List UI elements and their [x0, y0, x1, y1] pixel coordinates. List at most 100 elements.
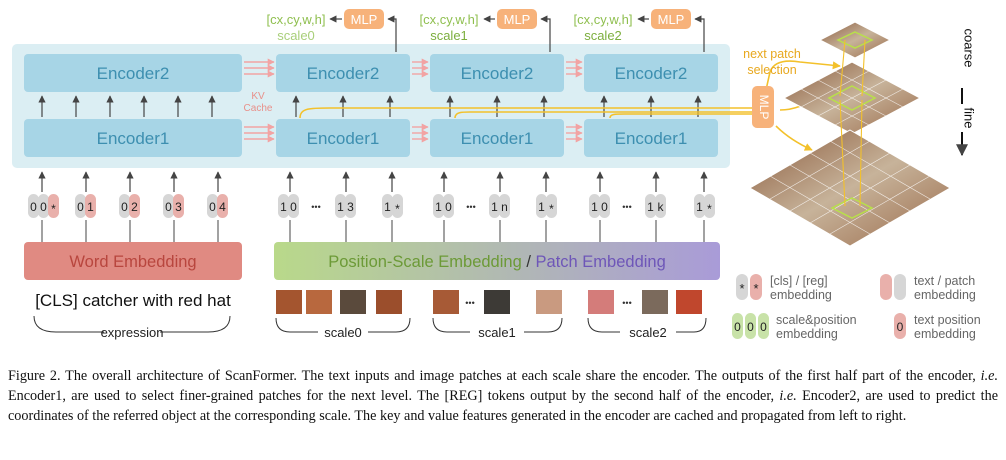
svg-text:2: 2: [131, 200, 138, 214]
patch-token: 1 3: [335, 194, 356, 218]
svg-text:*: *: [51, 202, 56, 216]
output-head-scale2: [cx,cy,w,h] scale2 MLP: [574, 9, 705, 52]
image-pyramid: [749, 21, 951, 247]
encoder2-left-label: Encoder2: [97, 64, 170, 83]
encoder1-scale1-box: [430, 119, 564, 157]
svg-text:0: 0: [121, 200, 128, 214]
image-patch: [433, 290, 459, 314]
pyramid-label-coarse: coarse: [962, 28, 977, 67]
svg-text:embedding: embedding: [776, 327, 838, 341]
legend-cls-reg: * * [cls] / [reg] embedding: [736, 274, 832, 302]
svg-text:embedding: embedding: [914, 327, 976, 341]
svg-text:n: n: [501, 200, 508, 214]
patch-token: 1 0: [278, 194, 299, 218]
patch-embedding-text: Patch Embedding: [536, 253, 666, 271]
svg-text:0: 0: [601, 200, 608, 214]
word-token: 0 4: [207, 194, 228, 218]
image-patch: [642, 290, 668, 314]
pyramid-level-fine: [749, 129, 951, 247]
word-token: 0 1: [75, 194, 96, 218]
svg-text:1: 1: [696, 200, 703, 214]
svg-text:1: 1: [538, 200, 545, 214]
svg-text:*: *: [753, 281, 758, 296]
reg-token: 1 *: [536, 194, 557, 218]
output-head-scale1: [cx,cy,w,h] scale1 MLP: [420, 9, 551, 52]
svg-text:1: 1: [87, 200, 94, 214]
inter-encoder-arrows: [38, 95, 702, 117]
svg-text:0: 0: [445, 200, 452, 214]
svg-text:1: 1: [591, 200, 598, 214]
svg-text:embedding: embedding: [914, 288, 976, 302]
svg-text:*: *: [739, 281, 744, 296]
encoder1-scale0-box: [276, 119, 410, 157]
expression-text: [CLS] catcher with red hat: [35, 291, 231, 310]
ellipsis-scale0: •••: [311, 202, 320, 212]
reg-token: 1 *: [694, 194, 715, 218]
scale0-bracket-label: scale0: [324, 325, 362, 340]
scale-label-output1: scale1: [430, 28, 468, 43]
svg-text:*: *: [395, 202, 400, 216]
word-token: 0 3: [163, 194, 184, 218]
token-to-encoder-arrows: [38, 171, 708, 192]
svg-text:scale&position: scale&position: [776, 313, 857, 327]
coords-label-scale0: [cx,cy,w,h]: [267, 12, 326, 27]
mlp-box-scale2: [651, 9, 691, 29]
next-patch-label-line2: selection: [747, 63, 796, 77]
encoder1-left-label: Encoder1: [97, 129, 170, 148]
encoder2-left-box: [24, 54, 242, 92]
patch-token: 1 0: [433, 194, 454, 218]
svg-text:k: k: [658, 200, 665, 214]
legend-text-patch: text / patch embedding: [880, 274, 976, 302]
svg-text:0: 0: [747, 320, 754, 334]
svg-text:1: 1: [384, 200, 391, 214]
encoder2-scale2-label: Encoder2: [615, 64, 688, 83]
svg-text:0: 0: [77, 200, 84, 214]
word-token: 0 2: [119, 194, 140, 218]
svg-text:1: 1: [491, 200, 498, 214]
scale2-bracket-label: scale2: [629, 325, 667, 340]
svg-text:4: 4: [219, 200, 226, 214]
svg-text:0: 0: [165, 200, 172, 214]
mlp-label-scale1: MLP: [504, 12, 531, 27]
encoder1-scale2-box: [584, 119, 718, 157]
scale1-bracket-label: scale1: [478, 325, 516, 340]
svg-text:0: 0: [30, 200, 37, 214]
image-patch-thumbnails: ••• •••: [276, 290, 702, 314]
svg-text:0: 0: [209, 200, 216, 214]
legend-scale-position: 0 0 0 scale&position embedding: [732, 313, 857, 341]
expression-bracket-label: expression: [101, 325, 164, 340]
image-patch: [376, 290, 402, 314]
word-tokens: 0 0 * 0 1 0 2 0 3 0 4: [28, 194, 228, 218]
pyramid-level-coarse: [818, 21, 892, 59]
mlp-label-scale2: MLP: [658, 12, 685, 27]
image-patch: [306, 290, 332, 314]
ellipsis-scale2: •••: [622, 202, 631, 212]
architecture-diagram: Encoder2 Encoder1 Encoder2 Encoder1 Enco…: [12, 9, 981, 341]
embedding-slash: /: [522, 253, 536, 271]
mlp-label-scale0: MLP: [351, 12, 378, 27]
position-patch-embedding-label: Position-Scale Embedding / Patch Embeddi…: [328, 253, 666, 271]
encoder2-scale0-box: [276, 54, 410, 92]
encoder2-scale2-box: [584, 54, 718, 92]
svg-text:[cls] / [reg]: [cls] / [reg]: [770, 274, 828, 288]
encoder1-scale2-label: Encoder1: [615, 129, 688, 148]
encoder2-scale1-label: Encoder2: [461, 64, 534, 83]
pyramid-label-fine: fine: [962, 108, 977, 129]
kv-cache-arrows: [244, 58, 583, 143]
patch-token: 1 0: [589, 194, 610, 218]
svg-text:1: 1: [280, 200, 287, 214]
patch-token: 1 n: [489, 194, 510, 218]
patch-tokens: 1 0 ••• 1 3 1 * 1 0 ••• 1 n 1 *: [278, 194, 715, 218]
mlp-box-scale0: [344, 9, 384, 29]
svg-text:*: *: [707, 202, 712, 216]
svg-text:0: 0: [734, 320, 741, 334]
word-token: 0 0 *: [28, 194, 59, 218]
brackets: [33, 315, 707, 333]
svg-text:0: 0: [897, 320, 904, 334]
image-patch: [536, 290, 562, 314]
legend: * * [cls] / [reg] embedding text / patch…: [732, 274, 981, 341]
svg-text:*: *: [549, 202, 554, 216]
ellipsis-scale1: •••: [466, 202, 475, 212]
encoder2-scale1-box: [430, 54, 564, 92]
word-embedding-box: [24, 242, 242, 280]
